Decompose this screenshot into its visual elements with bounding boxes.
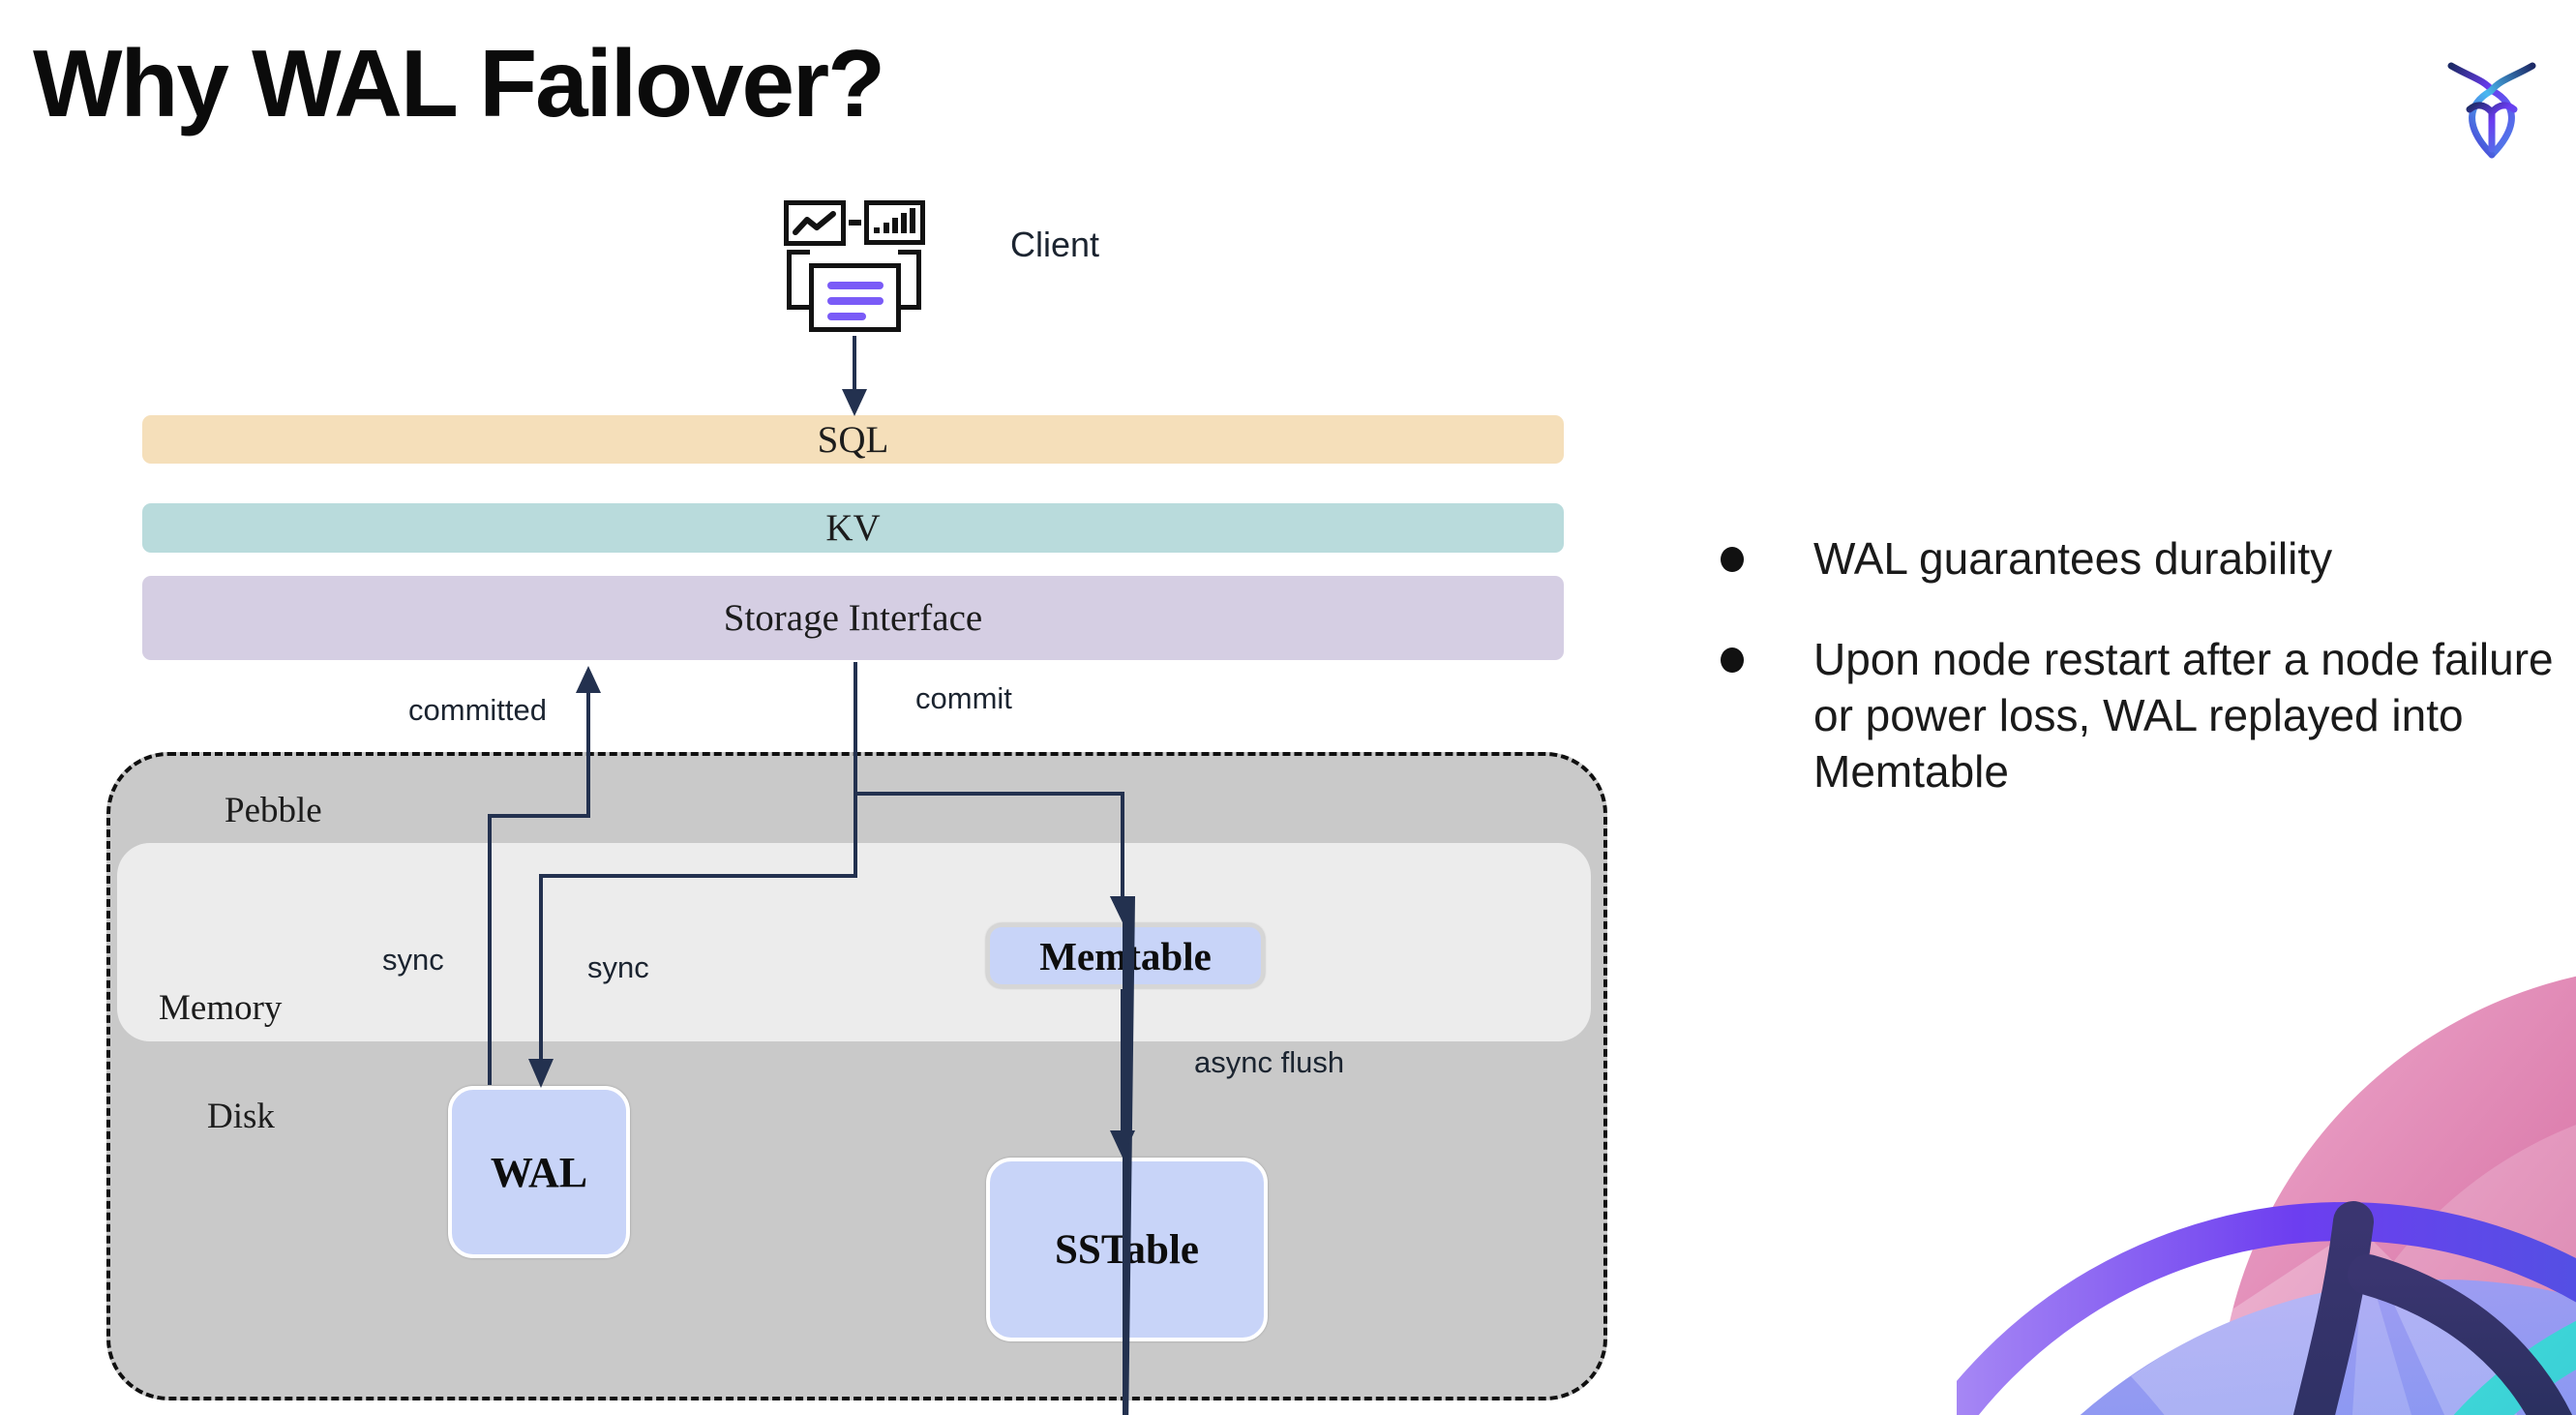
- bullet-text: WAL guarantees durability: [1813, 533, 2333, 584]
- layer-kv-label: KV: [825, 507, 881, 549]
- layer-storage-label: Storage Interface: [723, 597, 983, 639]
- memory-band: [117, 843, 1591, 1041]
- client-dash-icon: [849, 220, 861, 226]
- edge-label-sync-left: sync: [382, 943, 444, 977]
- edge-label-async-flush: async flush: [1194, 1045, 1345, 1079]
- client-chart-line-icon: [784, 200, 846, 246]
- layer-kv: KV: [142, 503, 1564, 553]
- edge-label-commit: commit: [915, 681, 1012, 715]
- client-label: Client: [1010, 225, 1100, 264]
- memtable-label: Memtable: [1039, 933, 1212, 978]
- layer-sql: SQL: [142, 415, 1564, 464]
- bullet-dot-icon: [1721, 647, 1744, 673]
- bullet-dot-icon: [1721, 547, 1744, 572]
- layer-sql-label: SQL: [817, 418, 889, 461]
- edge-label-sync-right: sync: [587, 950, 649, 984]
- memory-label: Memory: [159, 988, 283, 1028]
- wal-box: WAL: [448, 1086, 630, 1258]
- client-bracket-left-icon: [787, 250, 810, 310]
- wal-label: WAL: [490, 1148, 588, 1196]
- client-bracket-right-icon: [898, 250, 921, 310]
- disk-label: Disk: [207, 1097, 275, 1136]
- edge-label-committed: committed: [408, 693, 547, 727]
- client-chart-bars-icon: [864, 200, 925, 245]
- sstable-label: SSTable: [1054, 1226, 1199, 1273]
- cockroachdb-brand-art: [1957, 976, 2576, 1415]
- layer-storage-interface: Storage Interface: [142, 576, 1564, 660]
- client-sql-statement-icon: [809, 263, 901, 332]
- bullet-list: WAL guarantees durability Upon node rest…: [1721, 530, 2572, 844]
- page-title: Why WAL Failover?: [33, 30, 885, 136]
- list-item: Upon node restart after a node failure o…: [1721, 631, 2572, 799]
- list-item: WAL guarantees durability: [1721, 530, 2572, 587]
- memtable-box: Memtable: [986, 923, 1265, 988]
- bullet-text: Upon node restart after a node failure o…: [1813, 634, 2554, 797]
- pebble-label: Pebble: [225, 791, 322, 830]
- sstable-box: SSTable: [986, 1158, 1268, 1341]
- cockroachdb-logo-icon: [2447, 62, 2536, 159]
